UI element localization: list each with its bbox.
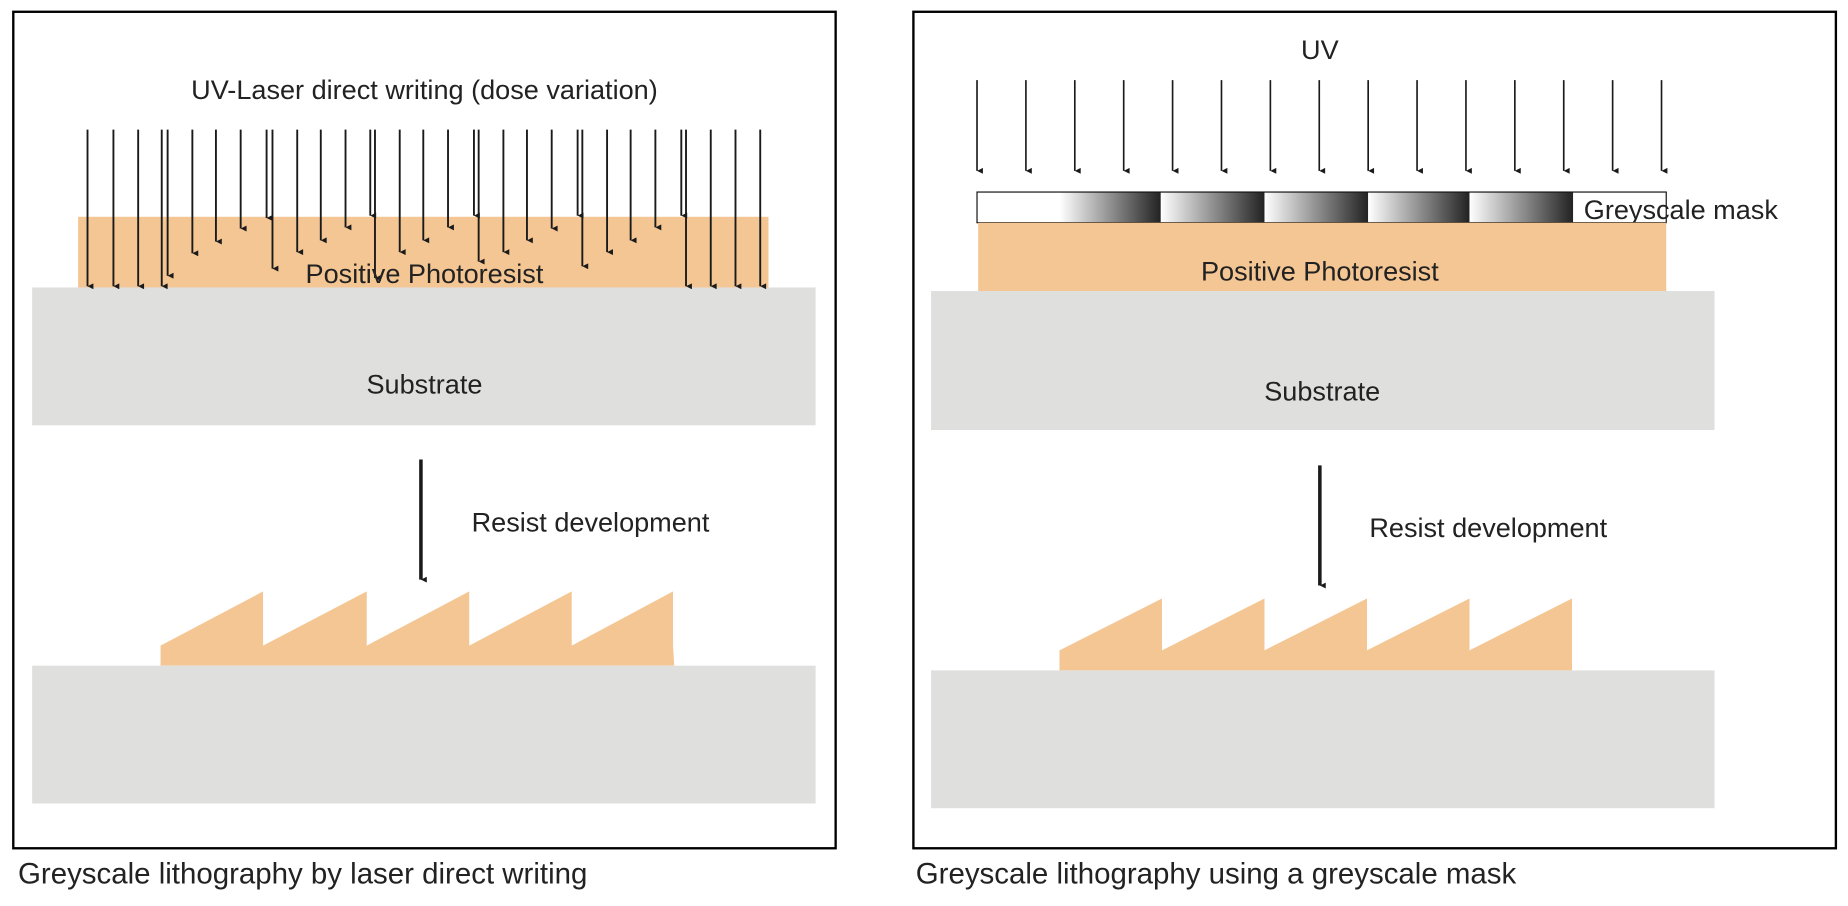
left-title: UV-Laser direct writing (dose variation) [191,74,658,105]
right-title: UV [1301,34,1339,65]
left-caption: Greyscale lithography by laser direct wr… [18,858,587,891]
right-frame [912,10,1838,850]
left-substrate-developed [32,665,816,804]
right-caption: Greyscale lithography using a greyscale … [916,858,1517,891]
laser-arrows [86,129,767,290]
left-resist-label: Positive Photoresist [306,258,544,289]
left-panel: UV-Laser direct writing (dose variation)… [12,10,837,891]
right-substrate [931,291,1715,431]
right-panel: UV Greyscale mask Positive Photoresist S… [912,10,1838,891]
mask-label: Greyscale mask [1584,194,1779,225]
uv-arrows [976,80,1668,174]
left-substrate-label: Substrate [367,369,483,400]
right-photoresist-layer [978,222,1667,292]
right-substrate-developed [931,670,1715,809]
right-substrate-label: Substrate [1264,376,1380,407]
right-resist-label: Positive Photoresist [1201,255,1439,286]
left-developed-sawtooth [160,591,675,666]
right-step-label: Resist development [1369,512,1607,543]
left-frame [12,10,837,850]
greyscale-mask [976,191,1667,224]
left-substrate [32,287,816,426]
left-step-label: Resist development [472,506,710,537]
right-developed-sawtooth [1059,598,1572,671]
